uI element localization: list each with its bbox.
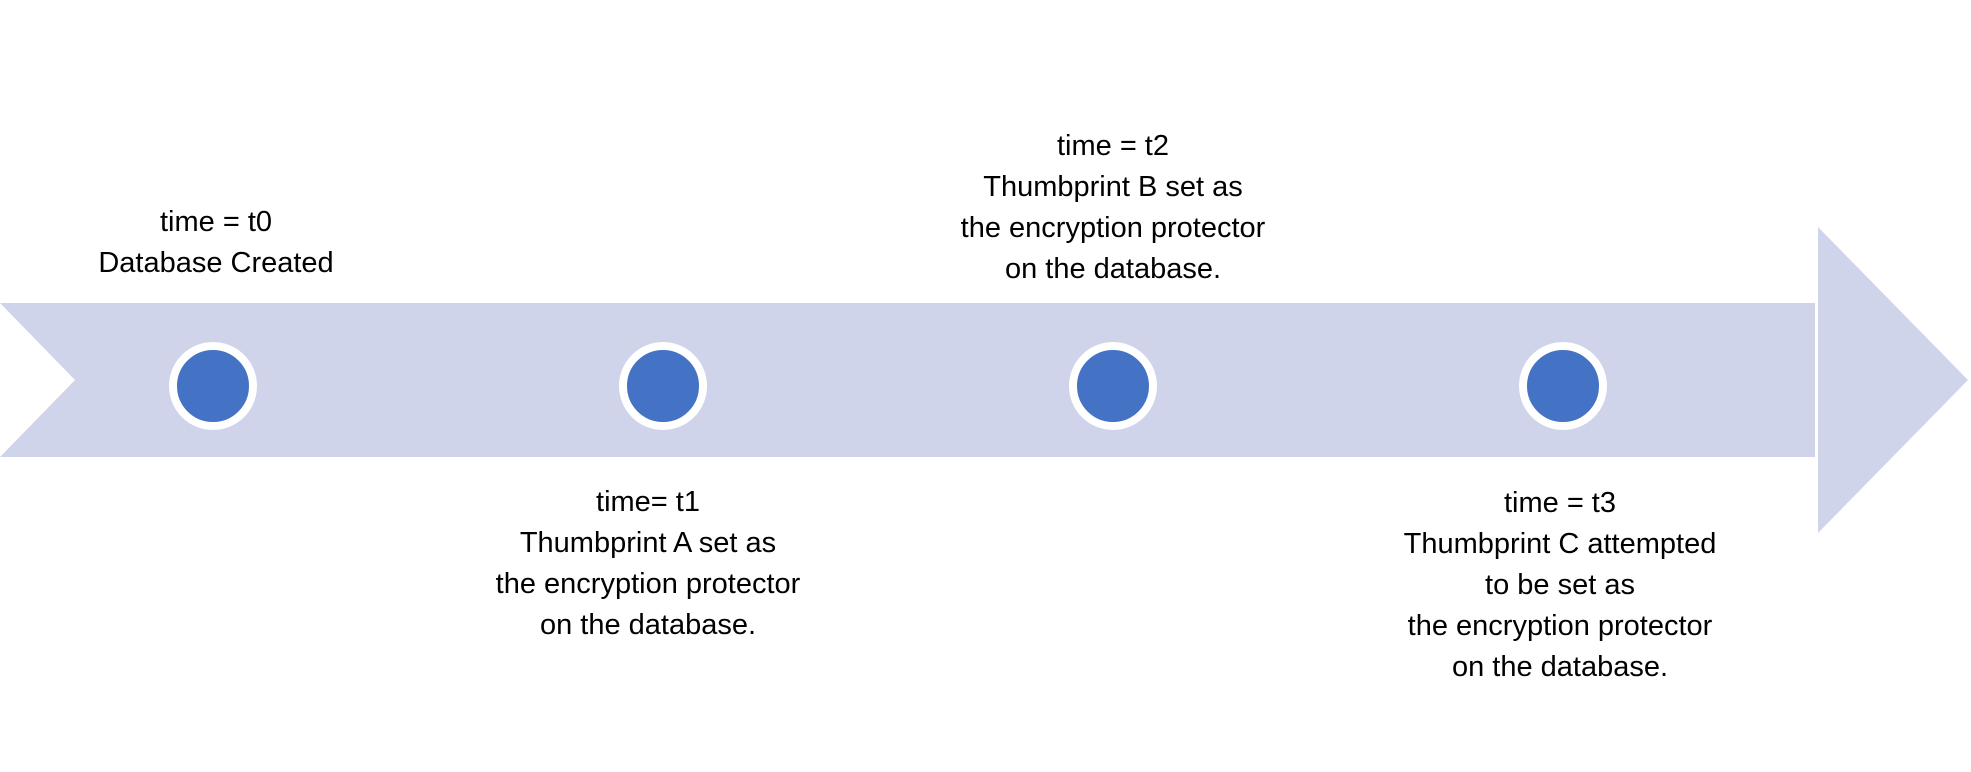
event-label-line: time = t2 [1056,130,1170,162]
event-label-line: time = t0 [159,206,273,238]
event-label-line: on the database. [1451,651,1669,683]
event-label-line: the encryption protector [1407,610,1713,642]
milestone-dot-t0 [169,342,257,430]
event-label-t0: time = t0 Database Created [98,202,333,284]
event-label-line: the encryption protector [495,568,801,600]
event-label-line: Thumbprint A set as [519,527,777,559]
timeline-arrow-band [0,303,1815,457]
timeline-arrowhead [1818,227,1968,533]
milestone-dot-t1 [619,342,707,430]
event-label-line: Thumbprint B set as [983,171,1243,203]
event-label-line: Thumbprint C attempted [1403,528,1717,560]
event-label-line: the encryption protector [960,212,1266,244]
event-label-t1: time= t1 Thumbprint A set as the encrypt… [496,482,801,646]
event-label-t2: time = t2 Thumbprint B set as the encryp… [961,126,1266,290]
event-label-line: on the database. [539,609,757,641]
event-label-line: time = t3 [1503,487,1617,519]
event-label-line: time= t1 [596,486,700,518]
milestone-dot-t2 [1069,342,1157,430]
event-label-t3: time = t3 Thumbprint C attempted to be s… [1404,483,1717,688]
event-label-line: on the database. [1004,253,1222,285]
event-label-line: to be set as [1485,569,1635,601]
event-label-line: Database Created [98,247,334,279]
milestone-dot-t3 [1519,342,1607,430]
